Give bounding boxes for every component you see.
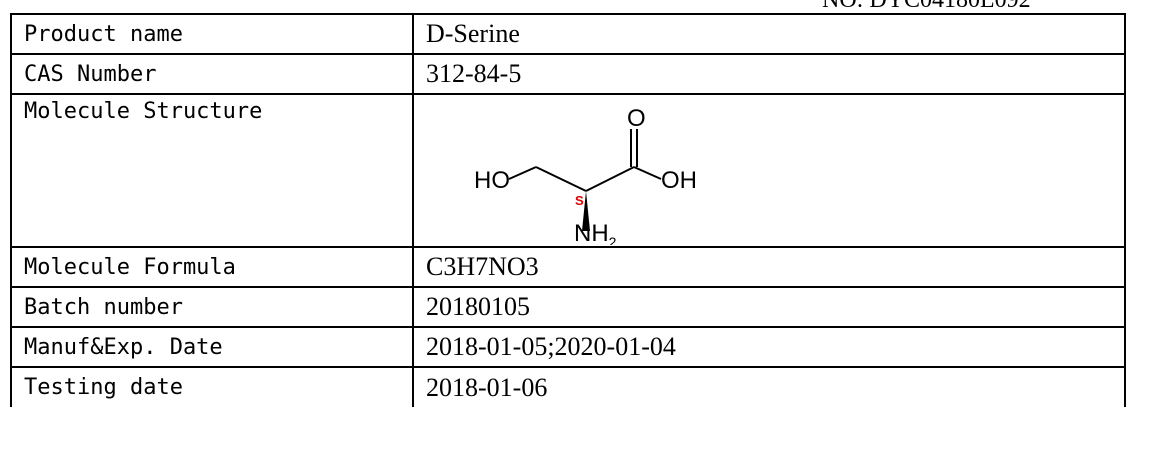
d-serine-structure-diagram: HO O OH S NH2: [474, 105, 697, 245]
table-row: Testing date 2018-01-06: [10, 366, 1126, 407]
product-name-value: D-Serine: [412, 13, 1126, 55]
batch-number-value: 20180105: [412, 286, 1126, 328]
molecule-structure-cell: HO O OH S NH2: [412, 93, 1126, 248]
batch-number-label: Batch number: [10, 286, 414, 328]
table-row: CAS Number 312-84-5: [10, 53, 1126, 95]
table-row: Molecule Formula C3H7NO3: [10, 246, 1126, 288]
table-row: Molecule Structure: [10, 93, 1126, 248]
amine-subscript: 2: [609, 234, 617, 245]
skeleton-bonds: [508, 128, 662, 192]
document-number: NO: DYC04180L092: [822, 0, 1031, 13]
testing-date-label: Testing date: [10, 366, 414, 407]
hydroxyl-left-atom: HO: [474, 167, 510, 194]
wedge-bond: [582, 190, 590, 231]
cas-number-label: CAS Number: [10, 53, 414, 95]
amine-atom: NH2: [574, 220, 617, 245]
product-spec-table: Product name D-Serine CAS Number 312-84-…: [10, 13, 1126, 407]
stereo-label: S: [575, 193, 584, 208]
table-row: Manuf&Exp. Date 2018-01-05;2020-01-04: [10, 326, 1126, 368]
carbonyl-oxygen-atom: O: [627, 105, 646, 132]
manuf-exp-date-value: 2018-01-05;2020-01-04: [412, 326, 1126, 368]
molecule-formula-value: C3H7NO3: [412, 246, 1126, 288]
table-row: Product name D-Serine: [10, 13, 1126, 55]
table-row: Batch number 20180105: [10, 286, 1126, 328]
hydroxyl-right-atom: OH: [661, 167, 697, 194]
manuf-exp-date-label: Manuf&Exp. Date: [10, 326, 414, 368]
molecule-formula-label: Molecule Formula: [10, 246, 414, 288]
testing-date-value: 2018-01-06: [412, 366, 1126, 407]
molecule-structure-label: Molecule Structure: [10, 93, 414, 248]
amine-symbol: NH: [574, 220, 609, 245]
product-name-label: Product name: [10, 13, 414, 55]
cas-number-value: 312-84-5: [412, 53, 1126, 95]
